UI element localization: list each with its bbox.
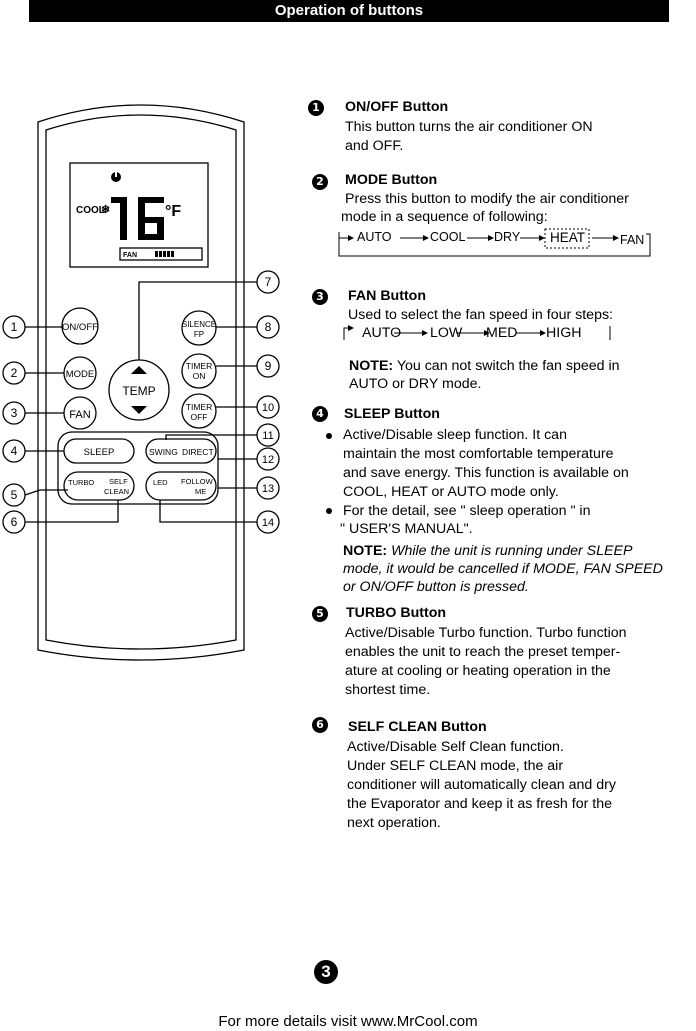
section-5-line-1: Active/Disable Turbo function. Turbo fun… xyxy=(345,625,627,641)
section-5-number: 5 xyxy=(312,606,328,622)
fan-seq-high: HIGH xyxy=(546,325,582,341)
section-3-note-line-2: AUTO or DRY mode. xyxy=(349,376,482,392)
callout-6: 6 xyxy=(11,515,18,529)
fan-seq-med: MED xyxy=(486,325,518,341)
section-1-line-2: and OFF. xyxy=(345,138,404,154)
snowflake-icon: ❄ xyxy=(101,204,110,216)
section-6-line-3: conditioner will automatically clean and… xyxy=(347,777,616,793)
mode-seq-cool: COOL xyxy=(430,230,466,244)
section-3-number: 3 xyxy=(312,289,328,305)
section-1-number: 1 xyxy=(308,100,324,116)
mode-seq-heat: HEAT xyxy=(550,230,586,245)
remote-illustration: COOL ❄ °F FAN ON/OFF MODE FAN TEMP SILEN… xyxy=(2,104,280,661)
timer-off-label-2: OFF xyxy=(191,412,208,422)
section-4-title: SLEEP Button xyxy=(344,406,440,422)
sleep-button[interactable]: SLEEP xyxy=(84,447,115,458)
mode-button[interactable]: MODE xyxy=(66,369,95,380)
self-clean-button[interactable]: SELF xyxy=(109,477,128,486)
callout-4: 4 xyxy=(11,444,18,458)
lcd-mode: COOL xyxy=(76,205,105,216)
section-1-line-1: This button turns the air conditioner ON xyxy=(345,119,593,135)
callout-1: 1 xyxy=(11,320,18,334)
callout-14: 14 xyxy=(262,517,274,529)
section-4-number: 4 xyxy=(312,406,328,422)
timer-on-button[interactable]: TIMER xyxy=(186,361,212,371)
section-4-note-line-3: or ON/OFF button is pressed. xyxy=(343,579,529,595)
section-2-line-1: Press this button to modify the air cond… xyxy=(345,191,629,207)
mode-seq-fan: FAN xyxy=(620,233,645,247)
section-6-line-4: the Evaporator and keep it as fresh for … xyxy=(347,796,612,812)
turbo-button[interactable]: TURBO xyxy=(68,478,94,487)
callout-12: 12 xyxy=(262,454,274,466)
fan-seq-auto: AUTO xyxy=(362,325,402,341)
callout-2: 2 xyxy=(11,366,18,380)
section-5-line-4: shortest time. xyxy=(345,682,431,698)
section-2-title: MODE Button xyxy=(345,172,438,188)
callout-11: 11 xyxy=(262,430,273,442)
section-6-line-5: next operation. xyxy=(347,815,441,831)
lcd-unit: °F xyxy=(165,203,181,220)
swing-button[interactable]: SWING xyxy=(149,447,178,457)
section-5-line-2: enables the unit to reach the preset tem… xyxy=(345,644,621,660)
led-button[interactable]: LED xyxy=(153,478,168,487)
self-clean-label-2: CLEAN xyxy=(104,487,129,496)
timer-off-button[interactable]: TIMER xyxy=(186,402,212,412)
section-4-line-1: Active/Disable sleep function. It can xyxy=(343,427,567,443)
fan-seq-low: LOW xyxy=(430,325,463,341)
temp-button[interactable]: TEMP xyxy=(122,384,155,398)
section-4-line-2: maintain the most comfortable temperatur… xyxy=(343,446,614,462)
section-3-title: FAN Button xyxy=(348,288,427,304)
section-2-number: 2 xyxy=(312,174,328,190)
mode-seq-dry: DRY xyxy=(494,230,521,244)
callout-3: 3 xyxy=(11,406,18,420)
section-4-line-6: " USER'S MANUAL". xyxy=(340,521,473,537)
mode-sequence-diagram xyxy=(338,228,651,257)
bullet-dot xyxy=(326,508,332,514)
section-4-line-4: COOL, HEAT or AUTO mode only. xyxy=(343,484,559,500)
callout-9: 9 xyxy=(265,359,272,373)
callout-10: 10 xyxy=(262,402,274,414)
section-4-note: NOTE: While the unit is running under SL… xyxy=(343,543,633,559)
callout-13: 13 xyxy=(262,483,274,495)
bullet-dot xyxy=(326,433,332,439)
page-number: 3 xyxy=(314,960,338,984)
callout-5: 5 xyxy=(11,488,18,502)
timer-on-label-2: ON xyxy=(193,371,206,381)
section-1-title: ON/OFF Button xyxy=(345,99,449,115)
section-4-line-3: and save energy. This function is availa… xyxy=(343,465,629,481)
section-5-line-3: ature at cooling or heating operation in… xyxy=(345,663,611,679)
section-3-note: NOTE: You can not switch the fan speed i… xyxy=(349,358,620,374)
mode-seq-auto: AUTO xyxy=(357,230,392,244)
section-4-line-5: For the detail, see " sleep operation " … xyxy=(343,503,591,519)
section-6-line-2: Under SELF CLEAN mode, the air xyxy=(347,758,564,774)
silence-button[interactable]: SILENCE xyxy=(182,320,216,329)
lcd-fan: FAN xyxy=(123,252,137,259)
onoff-button[interactable]: ON/OFF xyxy=(62,322,98,333)
follow-me-button[interactable]: FOLLOW xyxy=(181,477,214,486)
section-6-number: 6 xyxy=(312,717,328,733)
callout-7: 7 xyxy=(265,275,272,289)
silence-label-2: FP xyxy=(194,330,204,339)
section-2-line-2: mode in a sequence of following: xyxy=(341,209,548,225)
page-header: Operation of buttons xyxy=(29,0,669,22)
section-6-title: SELF CLEAN Button xyxy=(348,719,487,735)
callout-8: 8 xyxy=(265,320,272,334)
section-4-note-line-2: mode, it would be cancelled if MODE, FAN… xyxy=(343,561,663,577)
footer-link: For more details visit www.MrCool.com xyxy=(218,1013,478,1030)
direct-button[interactable]: DIRECT xyxy=(182,447,214,457)
follow-me-label-2: ME xyxy=(195,487,206,496)
section-5-title: TURBO Button xyxy=(346,605,447,621)
section-6-line-1: Active/Disable Self Clean function. xyxy=(347,739,564,755)
fan-sequence-diagram xyxy=(343,325,611,340)
fan-button[interactable]: FAN xyxy=(69,409,90,421)
section-3-line-1: Used to select the fan speed in four ste… xyxy=(348,307,613,323)
